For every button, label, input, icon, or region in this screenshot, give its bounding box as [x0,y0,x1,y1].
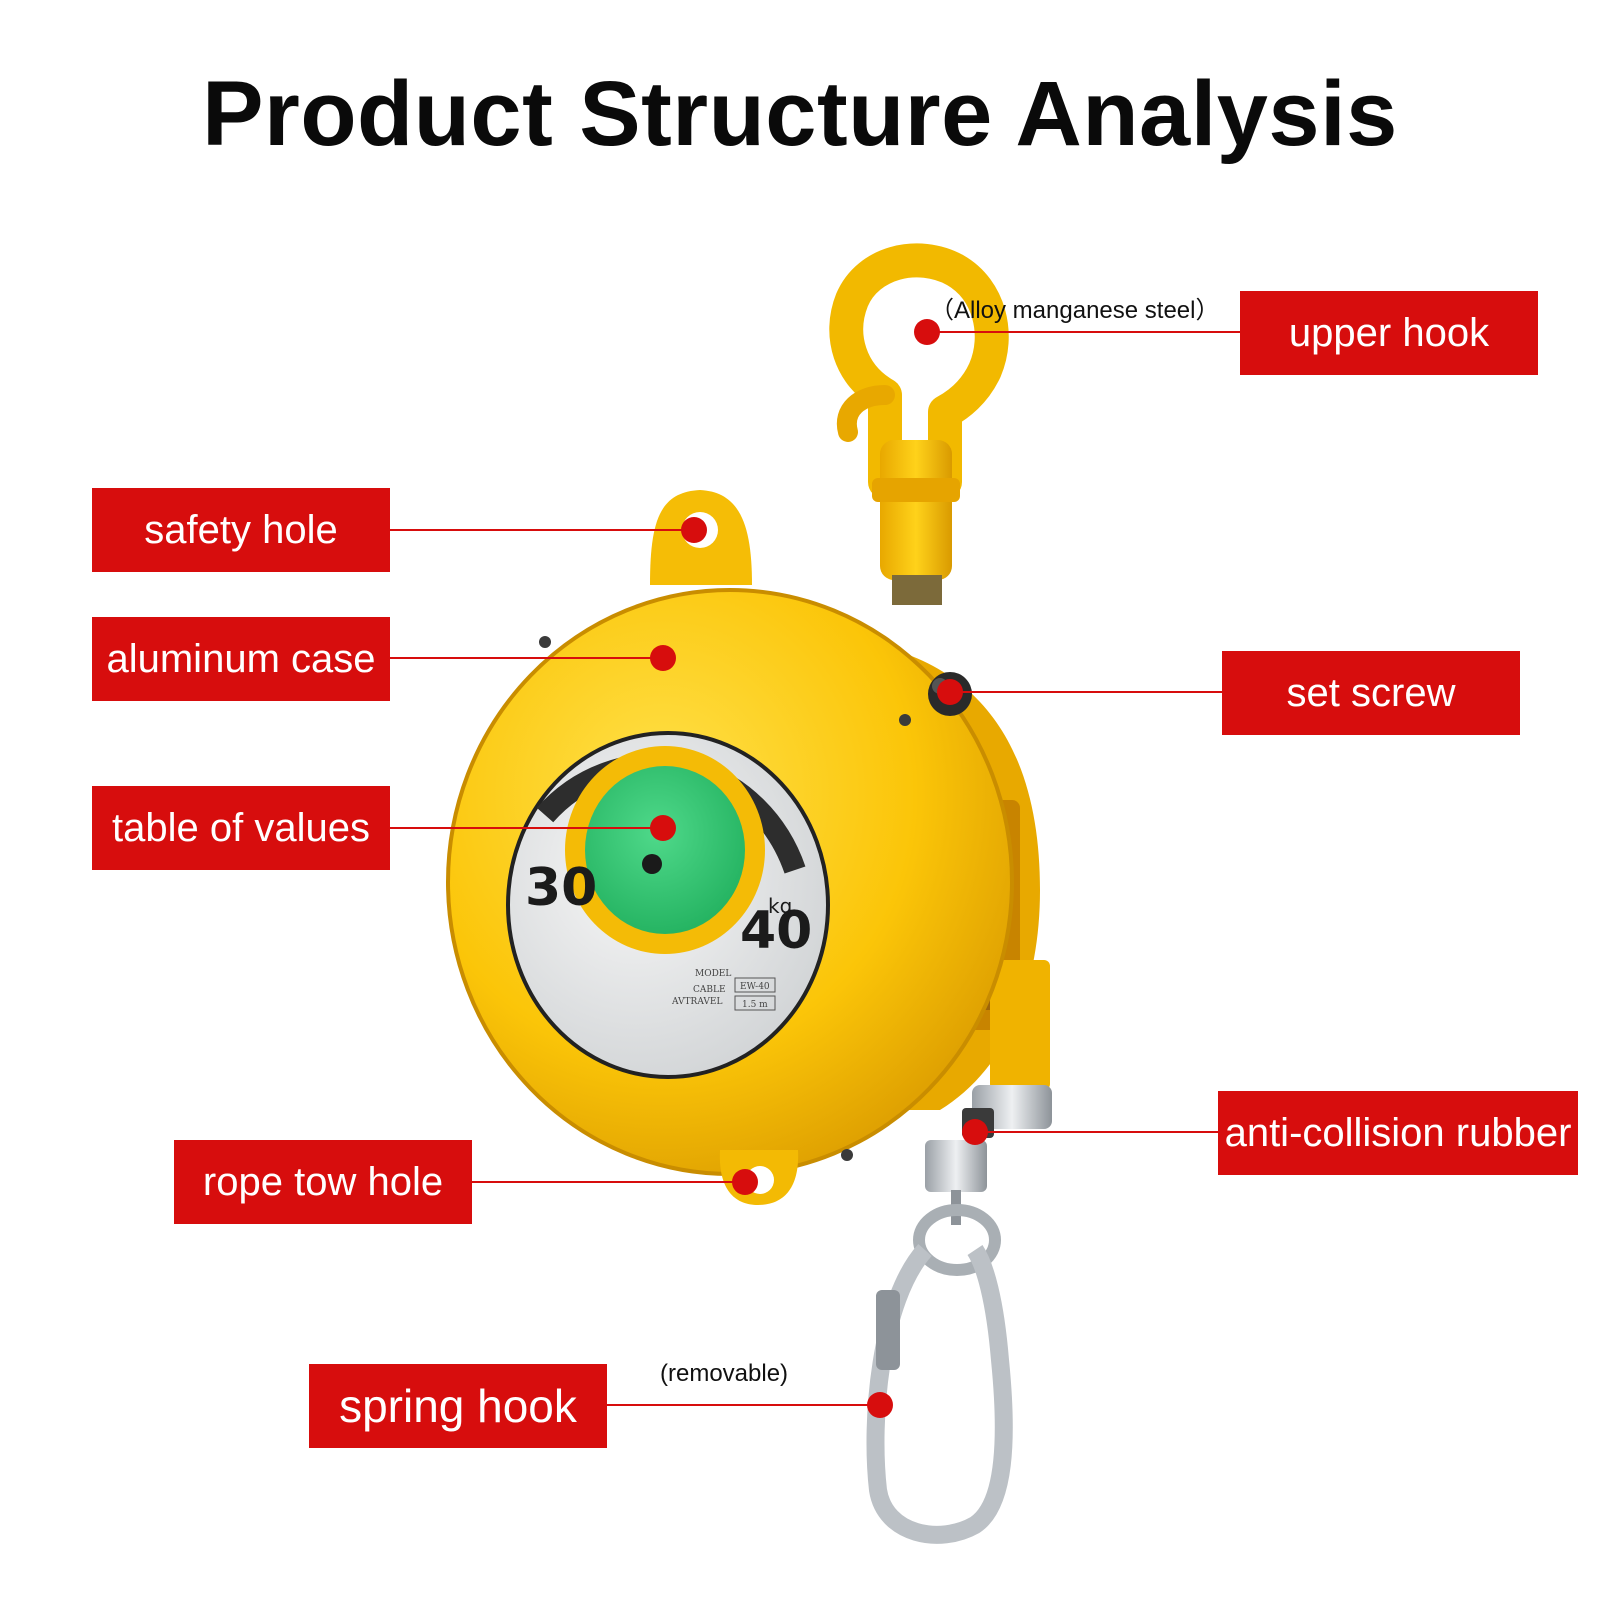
rope-tow-hole-tab [719,1150,799,1205]
marker-dot-anti-collision-rubber [962,1119,988,1145]
marker-dots [650,319,988,1418]
leader-lines [390,331,1240,1406]
label-safety-hole: safety hole [92,488,390,572]
marker-dot-rope-tow-hole [732,1169,758,1195]
page-title: Product Structure Analysis [202,63,1398,165]
label-upper-hook: upper hook [1240,291,1538,375]
dial-travel-value: 1.5 m [742,1000,768,1010]
dial-min-value: 30 [525,858,597,918]
marker-dot-set-screw [937,679,963,705]
spring-hook-graphic [866,1140,1013,1544]
dial-unit: kg [768,894,792,918]
upper-hook-graphic [829,243,1009,605]
marker-dot-safety-hole [681,517,707,543]
upper-hook-material-note: （Alloy manganese steel） [930,297,1220,324]
dial-max-value: 40 [740,901,812,961]
dial-model-value: EW-40 [740,982,770,992]
value-dial-graphic: 30 40 kg MODEL EW-40 CABLE AVTRAVEL 1.5 … [506,731,830,1079]
label-rope-tow-hole: rope tow hole [174,1140,472,1224]
label-set-screw: set screw [1222,651,1520,735]
marker-dot-spring-hook [867,1392,893,1418]
dial-model-label: MODEL [695,969,731,979]
marker-dot-aluminum-case [650,645,676,671]
marker-dot-upper-hook [914,319,940,345]
label-anti-collision-rubber: anti-collision rubber [1218,1091,1578,1175]
marker-dot-table-of-values [650,815,676,841]
label-spring-hook: spring hook [309,1364,607,1448]
label-aluminum-case: aluminum case [92,617,390,701]
bolts-graphic [539,636,911,1161]
spring-hook-removable-note: (removable) [660,1360,789,1387]
dial-cable-label: CABLE [693,985,726,995]
dial-travel-label: AVTRAVEL [671,997,722,1007]
label-table-of-values: table of values [92,786,390,870]
